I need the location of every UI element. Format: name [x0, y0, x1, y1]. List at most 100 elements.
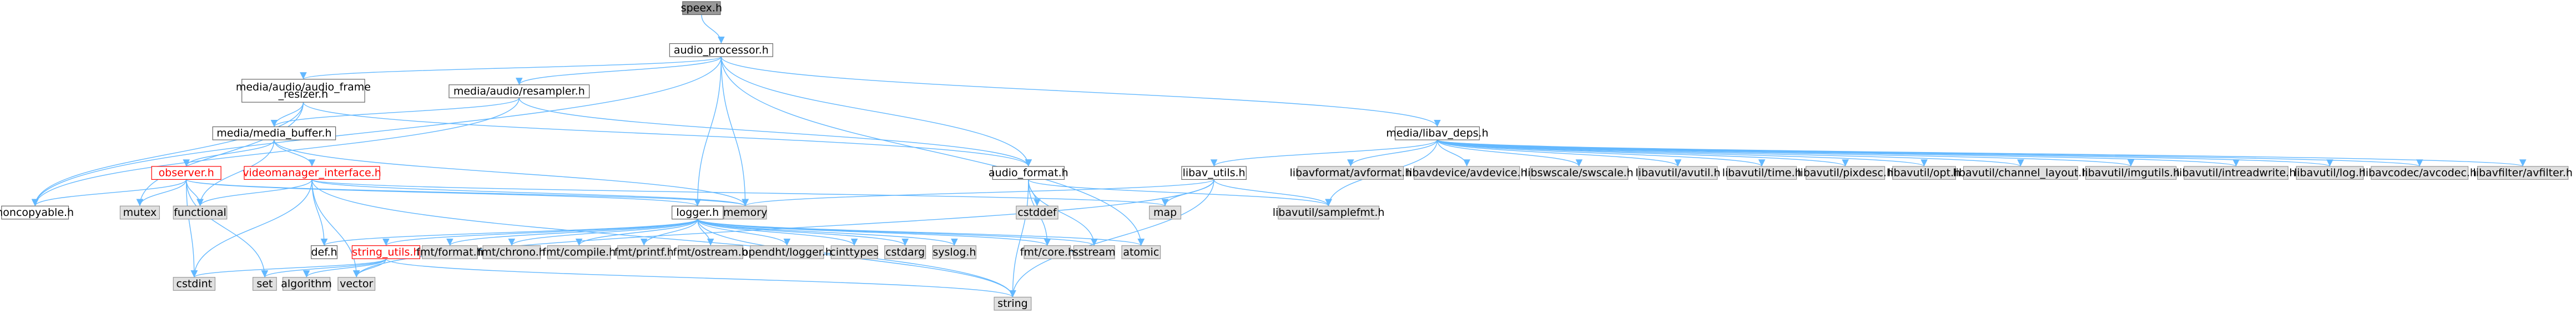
node-set[interactable]: set: [252, 277, 277, 291]
node-label-intreadwrite: libavutil/intreadwrite.h: [2176, 166, 2296, 179]
node-media_buffer[interactable]: media/media_buffer.h: [212, 126, 336, 140]
node-label-opt: libavutil/opt.h: [1888, 166, 1960, 179]
edge-audio_frame_resizer-to-audio_format: [303, 102, 1032, 167]
edge-media_buffer-to-functional: [196, 140, 275, 206]
node-box-vector: [337, 277, 376, 291]
node-box-avfilter: [2477, 166, 2569, 180]
node-noncopyable[interactable]: noncopyable.h: [0, 205, 74, 220]
edge-observer-to-logger: [185, 179, 701, 206]
node-pixdesc[interactable]: libavutil/pixdesc.h: [1797, 166, 1893, 180]
edge-string_utils-to-cstdint: [190, 258, 387, 278]
edge-libav_deps-to-swscale: [1436, 139, 1583, 167]
node-memory[interactable]: memory: [723, 205, 767, 220]
edge-string_utils-to-vector: [352, 259, 387, 277]
node-map[interactable]: map: [1149, 205, 1182, 220]
node-libav_deps[interactable]: media/libav_deps.h: [1386, 126, 1489, 140]
node-fmt_printf[interactable]: fmt/printf.h: [614, 245, 674, 259]
node-box-functional: [173, 205, 228, 220]
node-box-fmt_format: [422, 245, 478, 259]
node-fmt_core[interactable]: fmt/core.h: [1020, 245, 1075, 259]
node-syslog[interactable]: syslog.h: [932, 245, 977, 259]
edge-libav_deps-to-libav_utils: [1211, 139, 1438, 167]
node-label-videomanager: videomanager_interface.h: [243, 166, 381, 179]
node-label-time: libavutil/time.h: [1722, 166, 1802, 179]
node-string[interactable]: string: [994, 296, 1032, 311]
node-speex[interactable]: speex.h: [681, 1, 722, 16]
edge-videomanager-to-memory: [311, 179, 749, 206]
edge-libav_deps-to-avcodec: [1436, 139, 2423, 167]
node-samplefmt[interactable]: libavutil/samplefmt.h: [1273, 205, 1385, 220]
node-algorithm[interactable]: algorithm: [281, 277, 332, 291]
node-string_utils[interactable]: string_utils.h: [351, 245, 421, 259]
node-audio_frame_resizer[interactable]: media/audio/audio_frame_resizer.h: [236, 79, 371, 103]
node-functional[interactable]: functional: [173, 205, 228, 220]
node-box-avcodec: [2371, 166, 2469, 180]
node-fmt_format[interactable]: fmt/format.h: [416, 245, 483, 259]
node-observer[interactable]: observer.h: [151, 166, 221, 180]
node-label-sstream: sstream: [1073, 246, 1115, 258]
node-avformat[interactable]: libavformat/avformat.h: [1289, 166, 1411, 180]
node-resampler[interactable]: media/audio/resampler.h: [448, 84, 590, 98]
node-mutex[interactable]: mutex: [119, 205, 160, 220]
node-fmt_compile[interactable]: fmt/compile.h: [542, 245, 616, 259]
node-vector[interactable]: vector: [337, 277, 376, 291]
node-label-audio_format: audio_format.h: [989, 166, 1068, 179]
edge-audio_processor-to-audio_frame_resizer: [300, 56, 722, 80]
node-avutil[interactable]: libavutil/avutil.h: [1636, 166, 1721, 180]
node-fmt_ostream[interactable]: fmt/ostream.h: [673, 245, 748, 259]
node-box-logger: [672, 205, 724, 220]
node-avfilter[interactable]: libavfilter/avfilter.h: [2473, 166, 2573, 180]
node-sstream[interactable]: sstream: [1073, 245, 1116, 259]
node-cstddef[interactable]: cstddef: [1016, 205, 1058, 220]
node-avcodec[interactable]: libavcodec/avcodec.h: [2363, 166, 2477, 180]
edge-media_buffer-to-observer: [183, 139, 275, 167]
node-log[interactable]: libavutil/log.h: [2294, 166, 2366, 180]
node-swscale[interactable]: libswscale/swscale.h: [1525, 166, 1634, 180]
node-box-opt: [1892, 166, 1956, 180]
node-label-atomic: atomic: [1123, 246, 1159, 258]
edge-audio_format-to-sstream: [1028, 179, 1098, 246]
node-box-time: [1727, 166, 1797, 180]
edge-audio_processor-to-libav_deps: [720, 56, 1441, 127]
edge-logger-to-cinttypes: [697, 219, 858, 246]
edge-audio_format-to-string: [1009, 179, 1029, 297]
edge-videomanager-to-string: [311, 179, 1016, 297]
node-atomic[interactable]: atomic: [1121, 245, 1161, 259]
edge-logger-to-cstdarg: [697, 219, 909, 246]
edge-libav_deps-to-avutil: [1436, 139, 1682, 167]
node-label-fmt_printf: fmt/printf.h: [614, 246, 674, 258]
node-channel_layout[interactable]: libavutil/channel_layout.h: [1953, 166, 2088, 180]
edge-libav_deps-to-avformat: [1347, 139, 1438, 167]
node-logger[interactable]: logger.h: [672, 205, 724, 220]
node-box-media_buffer: [212, 126, 336, 140]
node-imgutils[interactable]: libavutil/imgutils.h: [2082, 166, 2180, 180]
edge-audio_processor-to-logger: [694, 57, 722, 206]
node-audio_processor[interactable]: audio_processor.h: [669, 43, 773, 57]
node-intreadwrite[interactable]: libavutil/intreadwrite.h: [2176, 166, 2296, 180]
node-def[interactable]: def.h: [311, 245, 338, 259]
node-libav_utils[interactable]: libav_utils.h: [1181, 166, 1247, 180]
node-label-pixdesc: libavutil/pixdesc.h: [1797, 166, 1893, 179]
node-opt[interactable]: libavutil/opt.h: [1888, 166, 1960, 180]
node-box-cstdint: [173, 277, 216, 291]
edge-libav_utils-to-samplefmt: [1213, 179, 1332, 206]
node-cinttypes[interactable]: cinttypes: [830, 245, 879, 259]
node-time[interactable]: libavutil/time.h: [1722, 166, 1802, 180]
node-label-cstdarg: cstdarg: [885, 246, 925, 258]
node-opendht_logger[interactable]: opendht/logger.h: [742, 245, 832, 259]
node-fmt_chrono[interactable]: fmt/chrono.h: [478, 245, 546, 259]
node-avdevice[interactable]: libavdevice/avdevice.h: [1407, 166, 1528, 180]
edge-logger-to-fmt_compile: [575, 219, 698, 246]
node-audio_format[interactable]: audio_format.h: [989, 166, 1068, 180]
edge-string_utils-to-string: [385, 258, 1016, 298]
edge-libav_deps-to-imgutils: [1436, 139, 2134, 167]
node-cstdarg[interactable]: cstdarg: [884, 245, 926, 259]
node-cstdint[interactable]: cstdint: [173, 277, 216, 291]
node-box-string: [994, 296, 1032, 311]
node-videomanager[interactable]: videomanager_interface.h: [243, 166, 381, 180]
node-box-memory: [723, 205, 767, 220]
edge-libav_deps-to-time: [1436, 139, 1766, 167]
edge-logger-to-fmt_chrono: [508, 219, 698, 246]
edge-videomanager-to-vector: [311, 179, 360, 277]
node-label-syslog: syslog.h: [932, 246, 976, 258]
